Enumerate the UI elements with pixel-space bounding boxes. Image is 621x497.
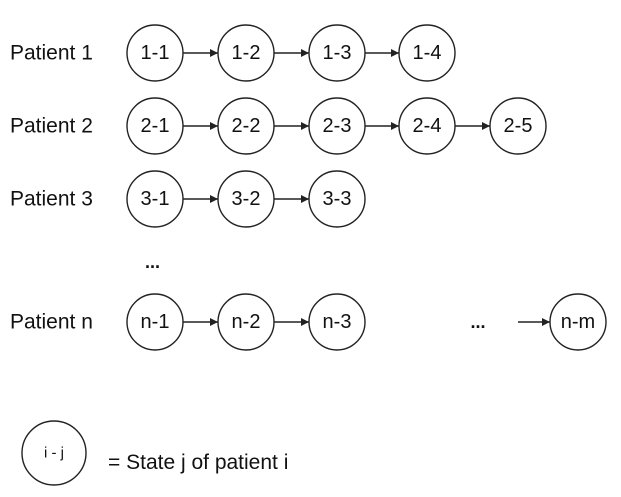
patient-row: Patient 3 3-1 3-2 3-3 [10,170,366,228]
state-node: 2-1 [126,97,184,155]
state-node: 2-3 [308,97,366,155]
state-node: n-2 [217,293,275,351]
patient-row: Patient 2 2-1 2-2 2-3 2-4 2-5 [10,97,547,155]
state-node: 1-4 [398,24,456,82]
row-ellipsis: ... [145,252,160,272]
legend: i - j = State j of patient i [21,420,288,486]
state-node-label: 3-2 [232,188,261,210]
state-node-label: 3-1 [141,188,170,210]
state-node-circle [549,293,607,351]
patient-label: Patient 1 [10,42,93,65]
state-node: 3-1 [126,170,184,228]
state-node-label: 1-1 [141,42,170,64]
state-node-circle [489,97,547,155]
state-node-label: 3-3 [323,188,352,210]
state-node: 1-3 [308,24,366,82]
state-node: n-3 [308,293,366,351]
patient-row: Patient n n-1 n-2 n-3... n-m [10,293,607,351]
state-node-label: 2-4 [413,115,442,137]
patient-label: Patient n [10,311,93,334]
state-node: 1-1 [126,24,184,82]
legend-node-label: i - j [44,445,64,462]
patient-row: Patient 1 1-1 1-2 1-3 1-4 [10,24,456,82]
state-node: 3-2 [217,170,275,228]
state-node-label: n-2 [232,311,261,333]
patient-label: Patient 3 [10,188,93,211]
state-node: 2-4 [398,97,456,155]
state-node: n-1 [126,293,184,351]
state-node-label: 1-4 [413,42,442,64]
state-node: 2-2 [217,97,275,155]
state-node-label: 2-2 [232,115,261,137]
patient-label: Patient 2 [10,115,93,138]
state-node-label: 2-5 [504,115,533,137]
row-gap-ellipsis: ... [470,312,485,332]
state-node-label: 1-3 [323,42,352,64]
state-node-label: 1-2 [232,42,261,64]
state-node: n-m [549,293,607,351]
state-node-circle [308,170,366,228]
state-node-label: n-m [561,311,595,333]
state-node: 2-5 [489,97,547,155]
state-node: 3-3 [308,170,366,228]
state-node-circle [398,24,456,82]
state-node-label: 2-3 [323,115,352,137]
legend-node-circle [21,420,87,486]
state-node-label: 2-1 [141,115,170,137]
state-node-label: n-3 [323,311,352,333]
legend-text: = State j of patient i [108,451,288,474]
state-node-circle [308,293,366,351]
state-node: 1-2 [217,24,275,82]
state-node-label: n-1 [141,311,170,333]
